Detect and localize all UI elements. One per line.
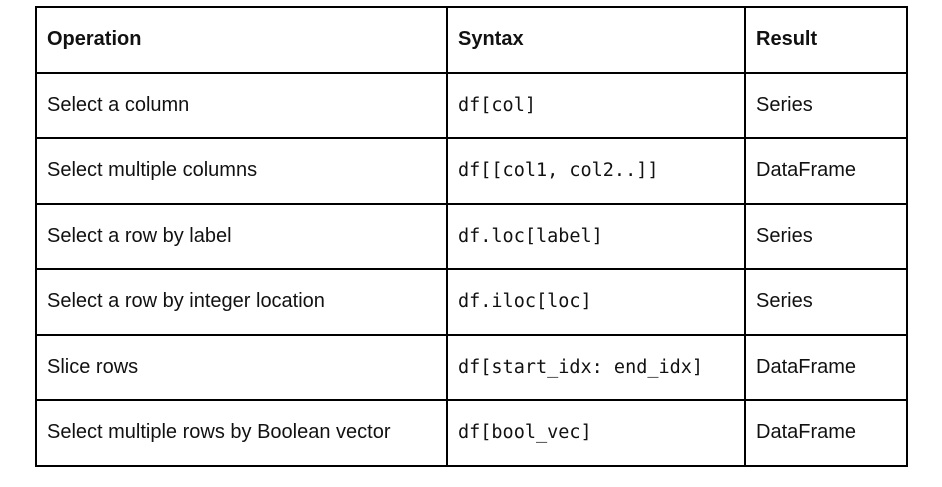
header-result: Result (744, 6, 908, 74)
syntax-cell: df[col] (446, 71, 746, 139)
syntax-cell: df.loc[label] (446, 202, 746, 270)
result-cell: DataFrame (744, 399, 908, 467)
table-row: Select multiple columns df[[col1, col2..… (35, 137, 908, 205)
operation-cell: Select a row by integer location (35, 268, 448, 336)
result-cell: DataFrame (744, 333, 908, 401)
table-row: Select a row by integer location df.iloc… (35, 268, 908, 336)
operation-cell: Select multiple rows by Boolean vector (35, 399, 448, 467)
selection-operations-table: Operation Syntax Result Select a column … (35, 6, 908, 467)
table-row: Select multiple rows by Boolean vector d… (35, 399, 908, 467)
header-syntax: Syntax (446, 6, 746, 74)
syntax-cell: df[bool_vec] (446, 399, 746, 467)
result-cell: Series (744, 71, 908, 139)
result-cell: DataFrame (744, 137, 908, 205)
syntax-cell: df[start_idx: end_idx] (446, 333, 746, 401)
table-header-row: Operation Syntax Result (35, 6, 908, 74)
operation-cell: Select a column (35, 71, 448, 139)
selection-table-container: Operation Syntax Result Select a column … (35, 6, 908, 467)
result-cell: Series (744, 202, 908, 270)
table-row: Select a column df[col] Series (35, 71, 908, 139)
result-cell: Series (744, 268, 908, 336)
table-row: Slice rows df[start_idx: end_idx] DataFr… (35, 333, 908, 401)
table-row: Select a row by label df.loc[label] Seri… (35, 202, 908, 270)
operation-cell: Select multiple columns (35, 137, 448, 205)
syntax-cell: df.iloc[loc] (446, 268, 746, 336)
operation-cell: Slice rows (35, 333, 448, 401)
operation-cell: Select a row by label (35, 202, 448, 270)
header-operation: Operation (35, 6, 448, 74)
syntax-cell: df[[col1, col2..]] (446, 137, 746, 205)
